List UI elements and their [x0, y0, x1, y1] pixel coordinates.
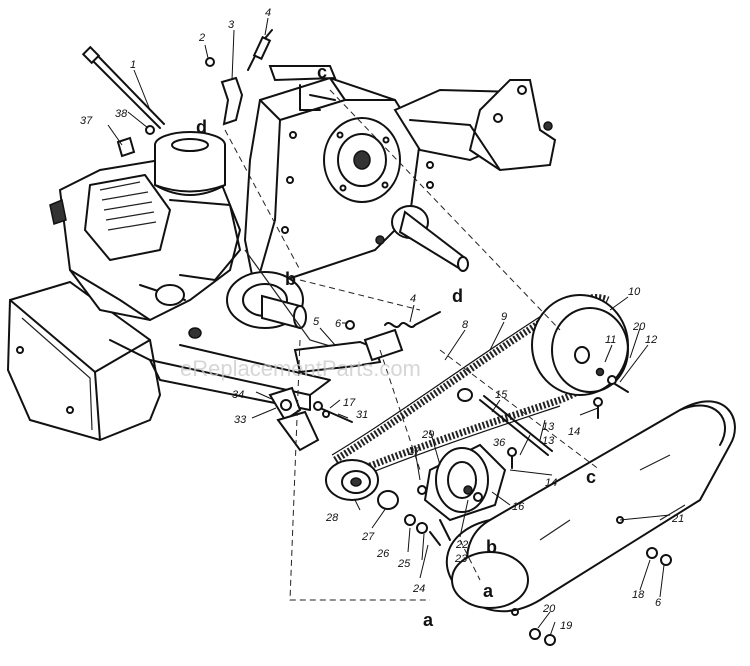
- part-label: 23: [454, 553, 468, 565]
- part-number-labels: 1 2 3 4 4 5 6 6 8 9 10 11 12 13 13 14 14…: [80, 7, 684, 632]
- engine: [6, 131, 331, 442]
- part-label: 31: [356, 409, 368, 421]
- watermark: eReplacementParts.com: [180, 356, 421, 381]
- ref-letter: a: [423, 610, 434, 630]
- ref-letter: c: [586, 467, 596, 487]
- part-label: 6: [655, 597, 662, 609]
- leader-lines: [107, 17, 671, 637]
- part-label: 4: [265, 7, 271, 19]
- part-label: 20: [632, 321, 646, 333]
- part-label: 15: [495, 389, 508, 401]
- ref-letter: d: [196, 117, 207, 137]
- part-label: 16: [512, 501, 525, 513]
- part-label: 5: [313, 316, 320, 328]
- part-label: 28: [325, 512, 339, 524]
- ref-letter: b: [285, 269, 296, 289]
- part-label: 1: [130, 59, 136, 71]
- part-label: 14: [545, 477, 557, 489]
- part-label: 13: [542, 435, 555, 447]
- frame: [226, 65, 557, 356]
- reference-letter-labels: a a b b c c d d: [196, 62, 596, 630]
- part-label: 9: [501, 311, 507, 323]
- part-label: 25: [397, 558, 411, 570]
- part-label: 17: [343, 397, 356, 409]
- part-label: 36: [493, 437, 506, 449]
- idler-assembly: [325, 388, 603, 546]
- ref-letter: a: [483, 581, 494, 601]
- ref-letter: c: [317, 62, 327, 82]
- part-label: 38: [115, 108, 128, 120]
- part-label: 21: [671, 513, 684, 525]
- part-label: 17: [408, 446, 421, 458]
- part-label: 12: [645, 334, 657, 346]
- part-label: 10: [628, 286, 641, 298]
- part-label: 37: [80, 115, 93, 127]
- part-label: 6: [335, 318, 342, 330]
- part-label: 4: [410, 293, 416, 305]
- part-label: 26: [376, 548, 390, 560]
- belt-guard-21: [445, 400, 736, 616]
- part-label: 22: [455, 539, 468, 551]
- bolt-1: [81, 45, 165, 129]
- part-label: 14: [568, 426, 580, 438]
- part-label: 18: [632, 589, 645, 601]
- ref-letter: b: [486, 537, 497, 557]
- part-label: 33: [234, 414, 247, 426]
- bracket-37-38: [116, 125, 155, 158]
- part-label: 13: [542, 421, 555, 433]
- part-label: 3: [228, 19, 235, 31]
- phantom-lines: [224, 89, 601, 601]
- nuts-lower-right: [529, 547, 672, 646]
- part-label: 2: [198, 32, 205, 44]
- parts-2-3-4: [205, 29, 273, 126]
- part-label: 19: [560, 620, 572, 632]
- part-label: 8: [462, 319, 469, 331]
- part-label: 29: [421, 429, 434, 441]
- part-label: 34: [232, 389, 244, 401]
- part-label: 24: [412, 583, 425, 595]
- ref-letter: d: [452, 286, 463, 306]
- part-label: 11: [605, 334, 616, 346]
- tension-lever: [293, 311, 441, 374]
- part-label: 20: [542, 603, 556, 615]
- bracket-33-34: [268, 386, 353, 452]
- pulley-10: [531, 294, 629, 396]
- part-label: 27: [361, 531, 375, 543]
